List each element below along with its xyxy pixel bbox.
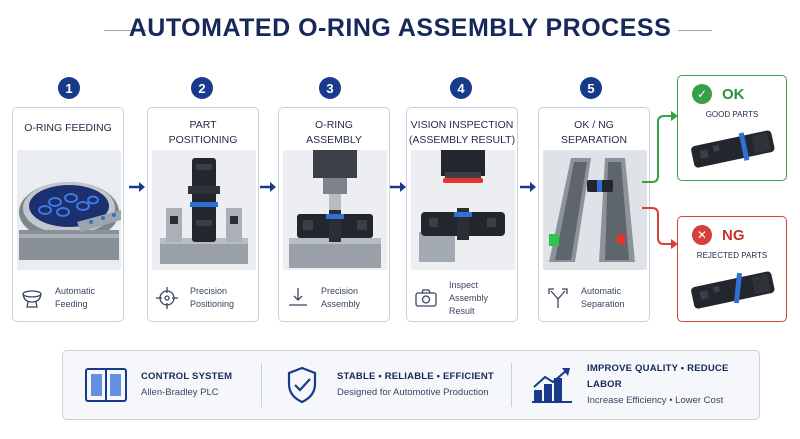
flow-arrow-icon [128, 180, 146, 194]
feature-reliability: STABLE • RELIABLE • EFFICIENT Designed f… [279, 351, 494, 419]
title-rule-right [678, 30, 712, 31]
step-title-line: O-RING FEEDING [24, 122, 112, 134]
ng-label: NG [722, 226, 745, 244]
caption-line: Precision [321, 286, 359, 296]
bowl-feeder-icon [19, 285, 45, 311]
flow-arrow-icon [259, 180, 277, 194]
feature-subtext: Allen-Bradley PLC [141, 387, 219, 398]
step-title-line: ASSEMBLY [306, 134, 362, 146]
feature-heading: IMPROVE QUALITY • REDUCE LABOR [587, 363, 729, 390]
step-title-line: PART [189, 119, 217, 131]
caption-line: Automatic [55, 286, 96, 296]
separation-conveyor-photo [543, 150, 647, 270]
step-card-assembly: O-RING ASSEMBLY Precision Assembly [278, 107, 390, 322]
feature-bar: CONTROL SYSTEM Allen-Bradley PLC STABLE … [62, 350, 760, 420]
step-number-1: 1 [58, 77, 80, 99]
page-title: AUTOMATED O-RING ASSEMBLY PROCESS [128, 14, 672, 42]
step-number-3: 3 [319, 77, 341, 99]
step-title: O-RING ASSEMBLY [279, 118, 389, 148]
flow-arrow-icon [389, 180, 407, 194]
step-number-2: 2 [191, 77, 213, 99]
step-card-positioning: PART POSITIONING Precision Positioning [147, 107, 259, 322]
step-number-4: 4 [450, 77, 472, 99]
ok-sublabel: GOOD PARTS [705, 110, 759, 119]
good-part-photo [684, 124, 782, 176]
step-caption: Precision Positioning [154, 278, 254, 318]
step-title: O-RING FEEDING [13, 121, 123, 136]
ng-sublabel: REJECTED PARTS [696, 251, 768, 260]
step-caption: Inspect Assembly Result [413, 278, 513, 318]
step-card-vision-inspection: VISION INSPECTION (ASSEMBLY RESULT) Insp… [406, 107, 518, 322]
ok-label: OK [722, 85, 745, 103]
feature-control-system: CONTROL SYSTEM Allen-Bradley PLC [83, 351, 232, 419]
ng-result-card: ✕ NG REJECTED PARTS [677, 216, 787, 322]
split-arrow-icon [545, 285, 571, 311]
control-panel-icon [83, 365, 129, 405]
step-title-line: POSITIONING [168, 134, 238, 146]
growth-chart-icon [529, 365, 575, 405]
press-down-icon [285, 285, 311, 311]
caption-line: Automatic [581, 286, 622, 296]
step-title: OK / NG SEPARATION [539, 118, 649, 148]
ok-ng-branch-arrows [640, 108, 680, 318]
divider [261, 363, 262, 407]
caption-line: Positioning [190, 299, 235, 309]
step-title-line: (ASSEMBLY RESULT) [408, 134, 516, 146]
caption-line: Result [449, 305, 475, 316]
feature-heading: STABLE • RELIABLE • EFFICIENT [337, 371, 494, 382]
feature-heading: CONTROL SYSTEM [141, 371, 233, 382]
step-card-separation: OK / NG SEPARATION Automatic Separation [538, 107, 650, 322]
assembly-press-photo [283, 150, 387, 270]
flow-arrow-icon [519, 180, 537, 194]
feature-subtext: Increase Efficiency • Lower Cost [587, 395, 724, 406]
step-title-line: O-RING [315, 119, 353, 131]
positioning-fixture-photo [152, 150, 256, 270]
step-title-line: VISION INSPECTION [410, 119, 514, 131]
title-rule-left [104, 30, 146, 31]
step-caption: Precision Assembly [285, 278, 385, 318]
step-card-feeding: O-RING FEEDING Automatic Feedi [12, 107, 124, 322]
vision-camera-photo [411, 150, 515, 270]
rejected-part-photo [684, 265, 782, 317]
step-title: VISION INSPECTION (ASSEMBLY RESULT) [407, 118, 517, 148]
check-icon: ✓ [692, 84, 712, 104]
step-title-line: SEPARATION [560, 134, 628, 146]
shield-check-icon [279, 365, 325, 405]
step-caption: Automatic Feeding [19, 278, 119, 318]
step-number-5: 5 [580, 77, 602, 99]
divider [511, 363, 512, 407]
step-title-line: OK / NG [574, 119, 614, 131]
crosshair-icon [154, 285, 180, 311]
step-title: PART POSITIONING [148, 118, 258, 148]
ok-result-card: ✓ OK GOOD PARTS [677, 75, 787, 181]
caption-line: Assembly [321, 299, 361, 309]
feature-subtext: Designed for Automotive Production [337, 387, 489, 398]
caption-line: Separation [581, 299, 625, 309]
caption-line: Precision [190, 286, 228, 296]
bowl-feeder-photo [17, 150, 121, 270]
caption-line: Feeding [55, 299, 88, 309]
feature-quality: IMPROVE QUALITY • REDUCE LABOR Increase … [529, 351, 759, 419]
step-caption: Automatic Separation [545, 278, 645, 318]
title-row: AUTOMATED O-RING ASSEMBLY PROCESS [0, 14, 800, 46]
camera-icon [413, 285, 439, 311]
x-icon: ✕ [692, 225, 712, 245]
caption-line: Inspect Assembly [449, 279, 489, 303]
